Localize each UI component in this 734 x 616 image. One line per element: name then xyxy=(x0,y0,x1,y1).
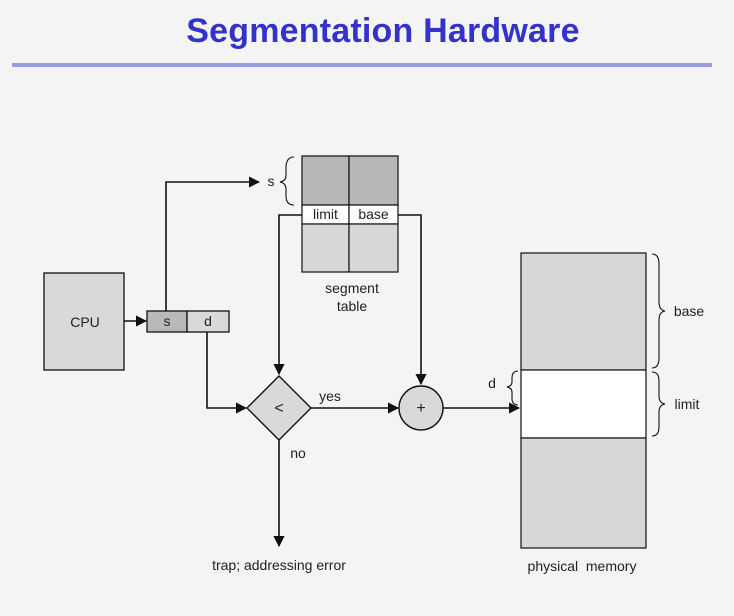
memory-limit-label: limit xyxy=(675,396,700,412)
memory-base-brace xyxy=(651,253,666,369)
memory-bottom-block xyxy=(520,437,647,549)
table-s-marker: s xyxy=(268,173,275,189)
memory-limit-brace xyxy=(651,371,666,437)
no-label: no xyxy=(290,445,306,461)
yes-label: yes xyxy=(319,388,341,404)
segment-table-bottom-right xyxy=(348,223,399,273)
base-column-label: base xyxy=(358,206,389,222)
compare-symbol: < xyxy=(274,400,283,417)
address-s-label: s xyxy=(164,313,171,329)
memory-top-block xyxy=(520,252,647,371)
base-to-adder-arrow xyxy=(398,214,427,386)
memory-d-brace xyxy=(506,370,519,406)
memory-segment-block xyxy=(520,369,647,439)
limit-to-compare-arrow xyxy=(273,214,302,376)
s-to-table-arrow xyxy=(165,176,261,311)
limit-column-label: limit xyxy=(313,206,338,222)
table-s-brace xyxy=(279,156,295,206)
trap-label: trap; addressing error xyxy=(212,557,346,573)
segment-table-caption-line2: table xyxy=(337,298,368,314)
address-d-cell xyxy=(186,310,230,333)
memory-base-label: base xyxy=(674,303,705,319)
cpu-label: CPU xyxy=(70,314,100,330)
cpu-box xyxy=(43,272,125,371)
add-symbol: + xyxy=(416,400,425,417)
page-title: Segmentation Hardware xyxy=(186,12,580,50)
address-d-label: d xyxy=(204,313,212,329)
memory-d-marker: d xyxy=(488,375,496,391)
segment-table-top-left xyxy=(301,155,350,206)
title-divider xyxy=(12,63,712,67)
segment-table-caption-line1: segment xyxy=(325,280,379,296)
segment-table-top-right xyxy=(348,155,399,206)
physical-memory-label: physical memory xyxy=(528,558,637,574)
d-to-compare-arrow xyxy=(206,332,248,414)
segment-table-bottom-left xyxy=(301,223,350,273)
